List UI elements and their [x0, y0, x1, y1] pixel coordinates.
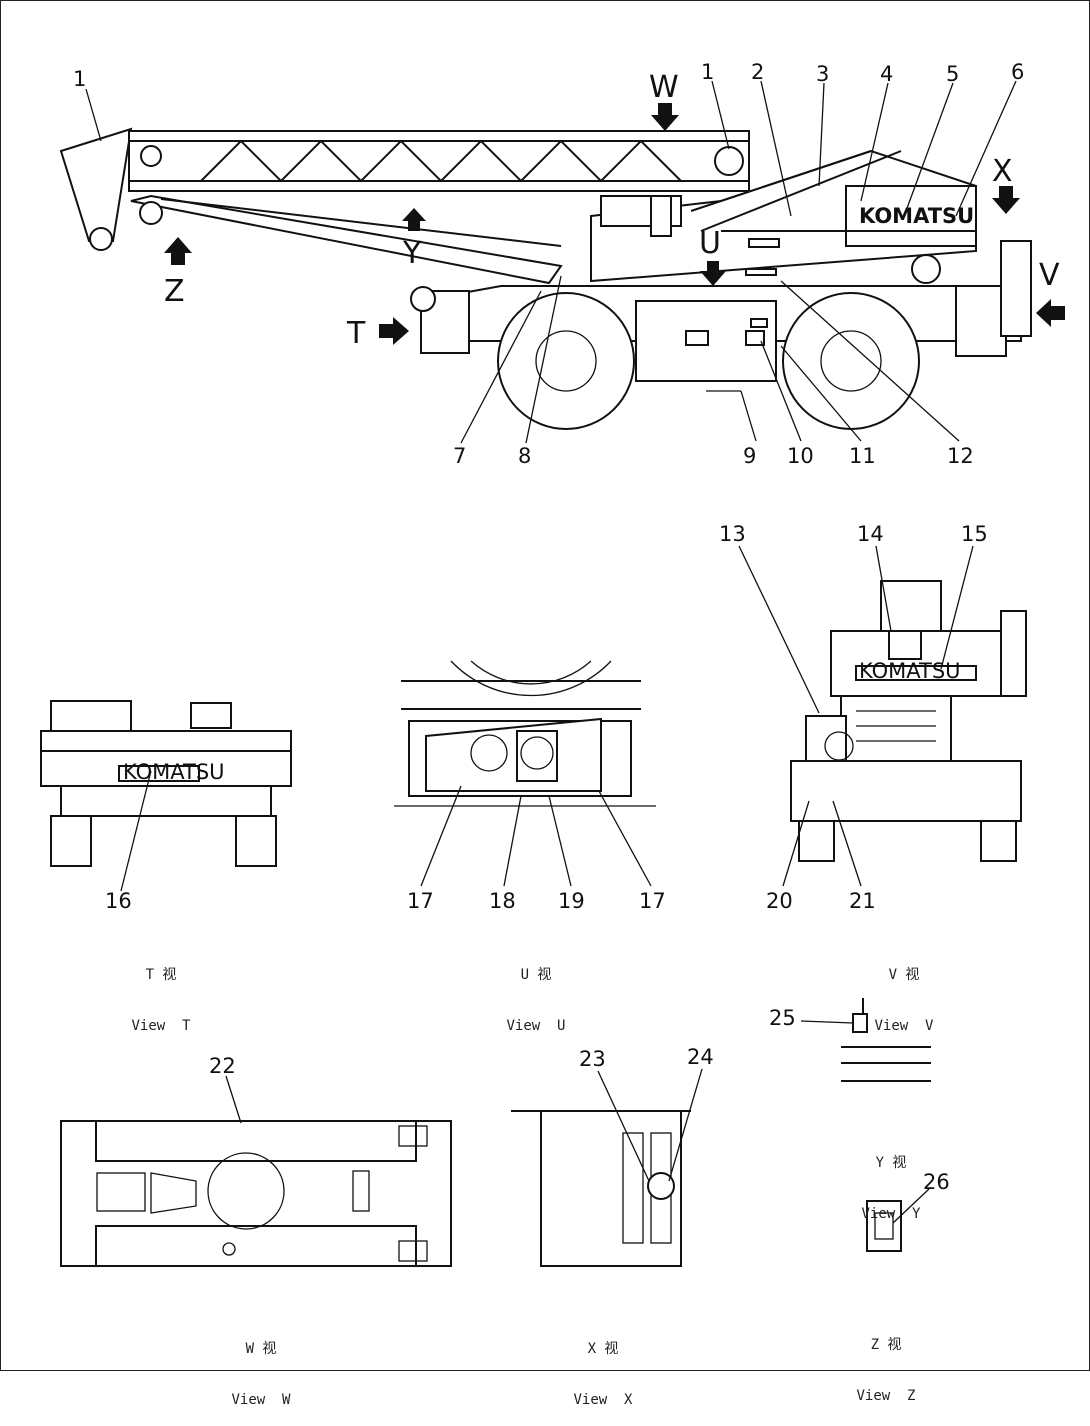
callout-1-left: 1 — [73, 67, 86, 91]
rear-wheel — [782, 292, 920, 430]
caption-view-v: V 视 View V — [844, 933, 964, 1052]
caption-view-y-cjk: Y 视 — [875, 1155, 907, 1171]
caption-view-w-label: View W — [231, 1392, 291, 1408]
view-y-drawing: 25 — [769, 998, 931, 1082]
svg-text:T: T — [346, 316, 366, 351]
arrow-z-icon: Z — [164, 237, 192, 309]
callout-11: 11 — [849, 444, 876, 468]
svg-text:X: X — [992, 154, 1013, 189]
callout-8: 8 — [518, 444, 531, 468]
caption-view-x: X 视 View X — [543, 1307, 663, 1426]
front-wheel — [497, 292, 635, 430]
caption-view-y: Y 视 View Y — [831, 1121, 951, 1240]
callout-16: 16 — [105, 889, 132, 913]
callout-19: 19 — [558, 889, 585, 913]
side-brand-decal: KOMATSU — [859, 204, 974, 228]
callout-14: 14 — [857, 522, 884, 546]
parts-diagram: KOMATSU W — [40, 60, 1065, 1267]
callout-25: 25 — [769, 1006, 796, 1030]
caption-view-y-label: View Y — [861, 1206, 921, 1222]
view-t-drawing: KOMATSU 16 — [40, 700, 292, 913]
callout-18: 18 — [489, 889, 516, 913]
view-t-brand-decal: KOMATSU — [123, 760, 225, 784]
view-w-drawing: 22 — [60, 1054, 452, 1267]
caption-view-t-cjk: T 视 — [145, 967, 177, 983]
callout-1-right: 1 — [701, 60, 714, 84]
caption-view-t: T 视 View T — [101, 933, 221, 1052]
caption-view-u-label: View U — [506, 1018, 566, 1034]
arrow-y-icon: Y — [402, 208, 426, 271]
svg-text:U: U — [699, 226, 721, 261]
view-v-drawing: KOMATSU 13 14 15 20 21 — [719, 522, 1027, 913]
callout-23: 23 — [579, 1047, 606, 1071]
view-z-drawing: 26 — [866, 1170, 950, 1252]
view-arrows: W X V T U Z Y — [164, 70, 1065, 351]
callout-17-right: 17 — [639, 889, 666, 913]
caption-view-t-label: View T — [131, 1018, 191, 1034]
caption-view-z-cjk: Z 视 — [870, 1337, 902, 1353]
callout-13: 13 — [719, 522, 746, 546]
crane-side-view: KOMATSU — [59, 127, 1032, 430]
callout-26: 26 — [923, 1170, 950, 1194]
svg-text:Z: Z — [164, 274, 185, 309]
callout-10: 10 — [787, 444, 814, 468]
caption-view-z: Z 视 View Z — [826, 1303, 946, 1422]
callout-17-left: 17 — [407, 889, 434, 913]
arrow-u-icon: U — [699, 226, 726, 286]
callout-24: 24 — [687, 1045, 714, 1069]
main-callouts: 1 1 2 3 4 5 6 7 8 9 10 11 12 — [73, 60, 1024, 468]
boom — [59, 127, 750, 285]
caption-view-w-cjk: W 视 — [245, 1341, 277, 1357]
upper-structure: KOMATSU — [590, 149, 977, 283]
svg-text:W: W — [649, 70, 679, 105]
callout-15: 15 — [961, 522, 988, 546]
arrow-w-icon: W — [649, 70, 679, 131]
callout-20: 20 — [766, 889, 793, 913]
caption-view-x-label: View X — [573, 1392, 633, 1408]
view-v-brand-decal: KOMATSU — [859, 659, 961, 683]
arrow-v-icon: V — [1036, 258, 1065, 327]
callout-12: 12 — [947, 444, 974, 468]
caption-view-z-label: View Z — [856, 1388, 916, 1404]
callout-4: 4 — [880, 62, 893, 86]
svg-text:V: V — [1039, 258, 1060, 293]
caption-view-x-cjk: X 视 — [587, 1341, 619, 1357]
caption-view-v-label: View V — [874, 1018, 934, 1034]
arrow-t-icon: T — [346, 316, 409, 351]
caption-view-u: U 视 View U — [476, 933, 596, 1052]
callout-6: 6 — [1011, 60, 1024, 84]
view-u-drawing: 17 18 19 17 — [394, 660, 666, 913]
caption-view-u-cjk: U 视 — [520, 967, 552, 983]
caption-view-w: W 视 View W — [201, 1307, 321, 1426]
callout-21: 21 — [849, 889, 876, 913]
main-leaders — [85, 80, 1017, 444]
arrow-x-icon: X — [992, 154, 1020, 214]
callout-22: 22 — [209, 1054, 236, 1078]
svg-text:Y: Y — [402, 236, 422, 271]
callout-5: 5 — [946, 62, 959, 86]
callout-9: 9 — [743, 444, 756, 468]
caption-view-v-cjk: V 视 — [888, 967, 920, 983]
view-x-drawing: 23 24 — [511, 1045, 714, 1267]
callout-7: 7 — [453, 444, 466, 468]
callout-3: 3 — [816, 62, 829, 86]
callout-2: 2 — [751, 60, 764, 84]
